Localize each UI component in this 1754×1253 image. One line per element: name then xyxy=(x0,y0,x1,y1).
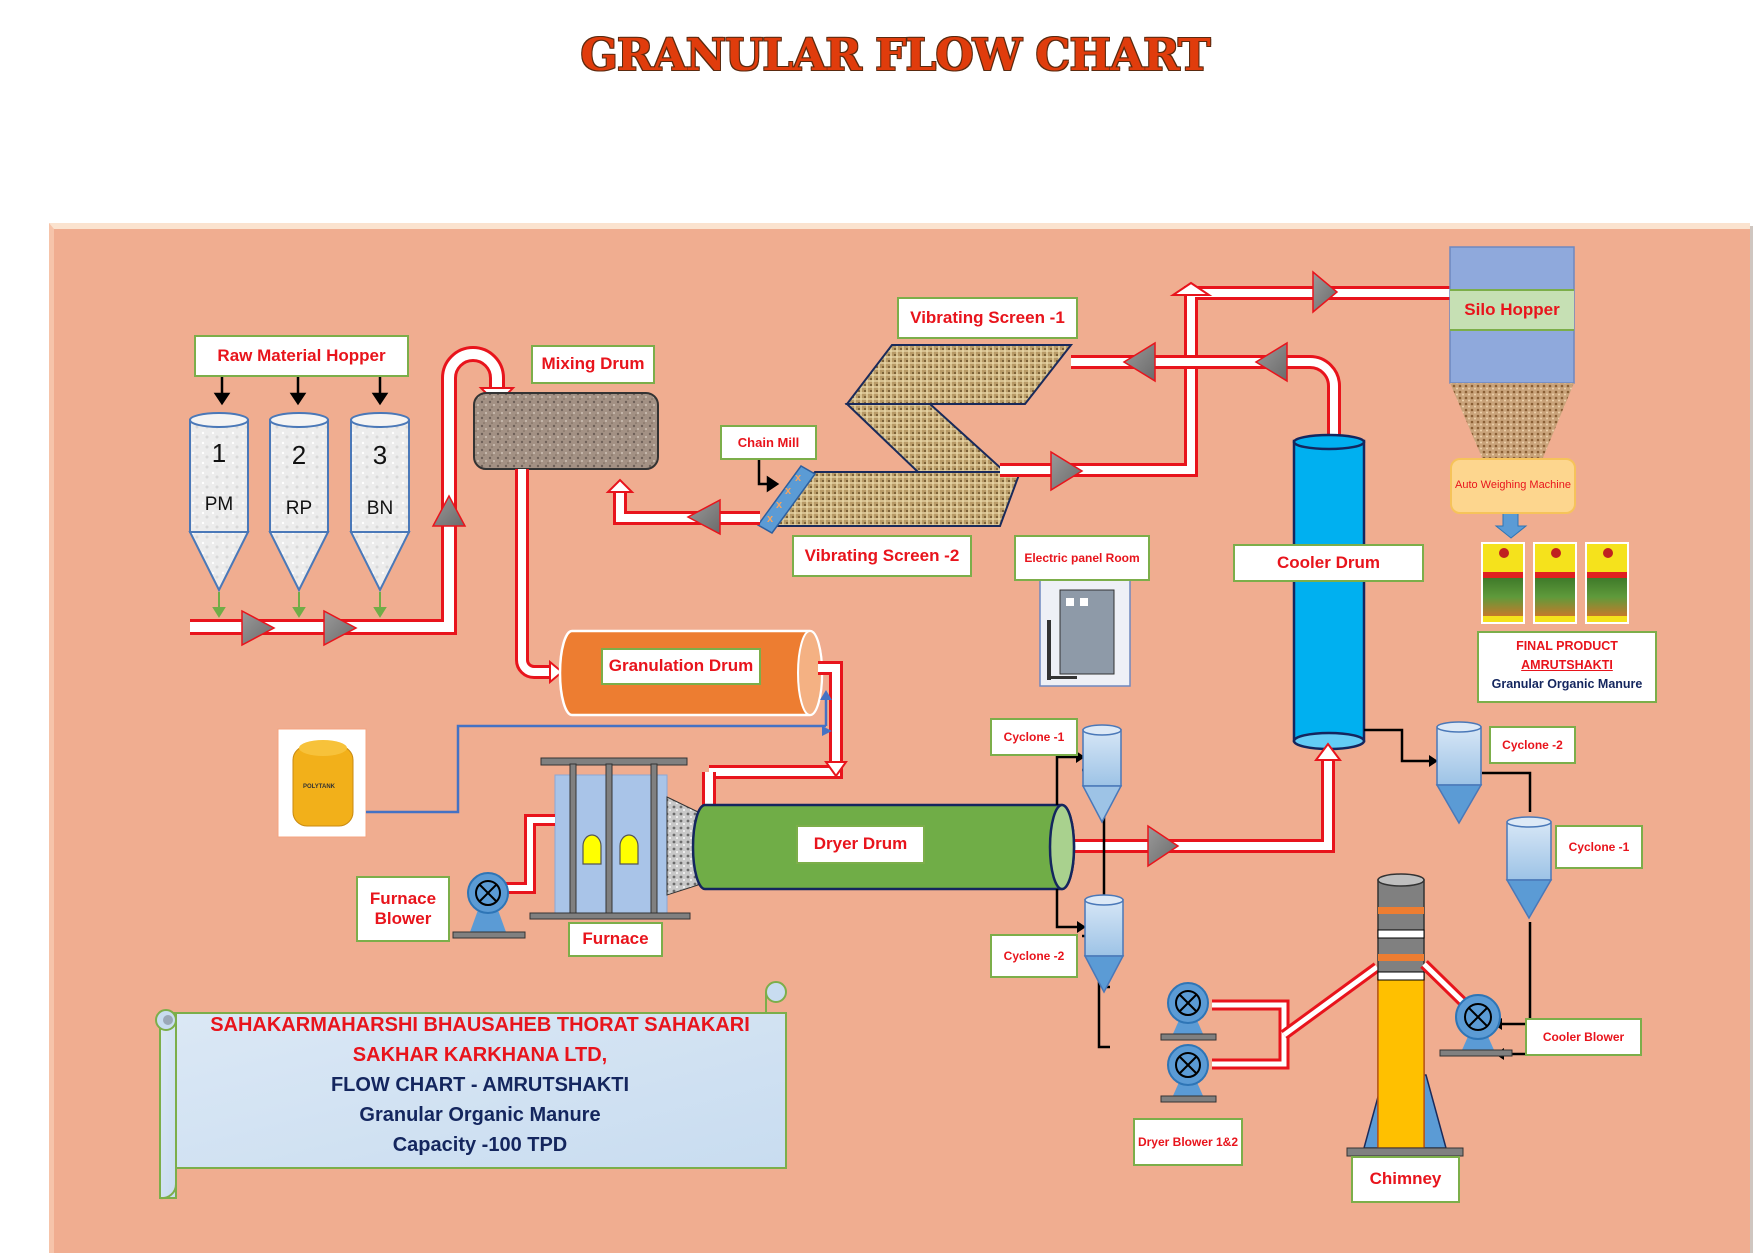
label-vibrating-screen-1: Vibrating Screen -1 xyxy=(897,297,1078,339)
svg-text:x: x xyxy=(785,485,792,497)
dryer-blower-2 xyxy=(1160,1044,1217,1103)
mixing-drum xyxy=(473,392,659,470)
hopper-discharge-arrows xyxy=(212,592,387,618)
vibrating-screen-1-deck xyxy=(844,344,1074,405)
pipe-cooler-to-screen xyxy=(1071,355,1341,436)
scroll-line-company: SAHAKARMAHARSHI BHAUSAHEB THORAT SAHAKAR… xyxy=(210,1014,750,1036)
cyclone-1-right xyxy=(1505,816,1553,920)
final-product-box: FINAL PRODUCT AMRUTSHAKTI Granular Organ… xyxy=(1477,631,1657,703)
pipe-recycle-to-mixer xyxy=(605,478,760,525)
product-bag xyxy=(1585,542,1629,624)
flow-pointer xyxy=(1429,755,1438,767)
chimney xyxy=(1346,873,1464,1157)
product-bag xyxy=(1481,542,1525,624)
label-furnace-blower: Furnace Blower xyxy=(356,876,450,942)
silo-hopper xyxy=(1449,246,1575,460)
flow-arrow xyxy=(1147,824,1180,868)
label-auto-weighing-machine: Auto Weighing Machine xyxy=(1450,458,1576,514)
chain-mill-pointer xyxy=(742,454,780,493)
hopper-arrows xyxy=(213,374,389,406)
hopper-1 xyxy=(188,412,250,593)
dryer-blower-1 xyxy=(1160,982,1217,1041)
water-line xyxy=(366,698,828,814)
svg-text:x: x xyxy=(776,499,783,511)
pipe-blower-to-furnace xyxy=(503,814,555,894)
product-bag xyxy=(1533,542,1577,624)
company-scroll-text: SAHAKARMAHARSHI BHAUSAHEB THORAT SAHAKAR… xyxy=(170,1010,790,1160)
cyclone-1-left xyxy=(1081,724,1123,824)
flow-arrow xyxy=(1050,450,1084,492)
flow-pointer xyxy=(1076,751,1085,763)
tank-brand: POLYTANK xyxy=(303,784,336,790)
label-electric-panel-room: Electric panel Room xyxy=(1014,535,1150,581)
vibrating-screen-chute xyxy=(844,403,1008,473)
hopper-3 xyxy=(349,412,411,593)
electric-panel xyxy=(1039,579,1131,687)
water-arrow xyxy=(822,726,832,736)
chain-mill: x x x x xyxy=(756,465,817,534)
flow-pointer xyxy=(1077,921,1086,933)
label-vibrating-screen-2: Vibrating Screen -2 xyxy=(792,535,972,577)
label-cyclone-1-right: Cyclone -1 xyxy=(1555,825,1643,869)
cyclone-2-right xyxy=(1435,721,1483,825)
label-chain-mill: Chain Mill xyxy=(720,425,817,460)
hopper-3-number: 3 xyxy=(372,440,388,470)
water-arrow xyxy=(820,690,832,700)
svg-text:x: x xyxy=(767,513,774,525)
cyclone-2-left xyxy=(1083,894,1125,994)
pipe-cooler-blower-to-chimney xyxy=(1420,960,1472,1011)
flow-arrow xyxy=(686,498,721,536)
flow-arrow xyxy=(323,609,358,647)
cooler-drum xyxy=(1292,433,1366,751)
final-product-name: AMRUTSHAKTI xyxy=(1521,658,1613,672)
label-cooler-drum: Cooler Drum xyxy=(1233,544,1424,582)
label-dryer-drum: Dryer Drum xyxy=(796,825,925,864)
down-arrow-icon xyxy=(1494,509,1528,539)
scroll-line-flowchart: FLOW CHART - AMRUTSHAKTI xyxy=(330,1074,630,1096)
water-tank: POLYTANK xyxy=(277,728,367,838)
scroll-line-product: Granular Organic Manure xyxy=(359,1104,601,1126)
label-granulation-drum: Granulation Drum xyxy=(601,648,761,685)
flow-arrow xyxy=(1254,341,1288,383)
label-raw-material-hopper: Raw Material Hopper xyxy=(194,335,409,377)
label-cyclone-1-left: Cyclone -1 xyxy=(990,718,1078,756)
hopper-3-code: BN xyxy=(366,498,394,519)
label-cyclone-2-left: Cyclone -2 xyxy=(990,934,1078,978)
label-silo-hopper: Silo Hopper xyxy=(1450,289,1574,331)
final-product-line1: FINAL PRODUCT xyxy=(1516,639,1618,653)
flow-arrow xyxy=(241,609,276,647)
final-product-type: Granular Organic Manure xyxy=(1491,677,1643,691)
label-cyclone-2-right: Cyclone -2 xyxy=(1489,726,1576,764)
svg-text:x: x xyxy=(795,472,802,484)
hopper-1-number: 1 xyxy=(211,438,227,468)
pipe-mixer-to-granulation xyxy=(515,469,564,685)
company-scroll xyxy=(155,981,787,1200)
label-chimney: Chimney xyxy=(1351,1156,1460,1203)
hopper-2 xyxy=(268,412,330,593)
furnace xyxy=(529,757,699,920)
label-furnace: Furnace xyxy=(568,922,663,957)
label-cooler-blower: Cooler Blower xyxy=(1525,1018,1642,1056)
pipe-dryer-blowers-to-chimney xyxy=(1212,962,1381,1070)
flow-arrow xyxy=(1312,270,1339,314)
hopper-2-number: 2 xyxy=(291,440,307,470)
page-title: GRANULAR FLOW CHART xyxy=(580,30,1210,81)
cooler-blower xyxy=(1439,994,1513,1057)
hopper-2-code: RP xyxy=(285,498,313,519)
label-mixing-drum: Mixing Drum xyxy=(531,345,655,384)
scroll-line-company-2: SAKHAR KARKHANA LTD, xyxy=(352,1044,608,1066)
label-dryer-blower: Dryer Blower 1&2 xyxy=(1133,1118,1243,1166)
flow-arrow xyxy=(1122,341,1156,383)
hopper-1-code: PM xyxy=(204,494,234,515)
flow-arrow xyxy=(431,494,467,527)
furnace-blower xyxy=(452,872,526,939)
scroll-line-capacity: Capacity -100 TPD xyxy=(392,1134,568,1156)
